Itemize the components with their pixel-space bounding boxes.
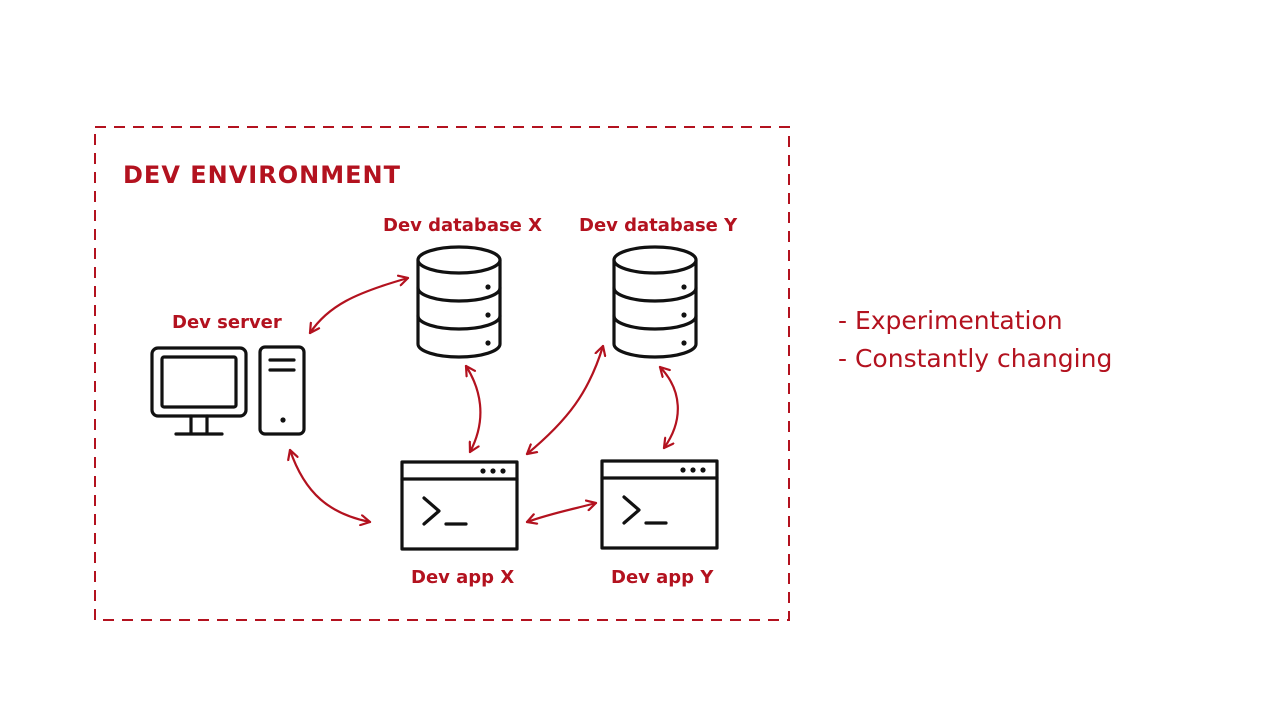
dev-database-x-label: Dev database X	[383, 215, 542, 236]
dev-database-y-label: Dev database Y	[579, 215, 738, 236]
dev-app-x-label: Dev app X	[411, 567, 514, 588]
database-y-icon	[612, 245, 698, 359]
dev-server-label: Dev server	[172, 312, 282, 333]
arrow-app-x-database-y	[525, 344, 603, 456]
arrow-server-database-x	[308, 278, 410, 335]
environment-title: DEV ENVIRONMENT	[123, 161, 401, 189]
database-x-icon	[416, 245, 502, 359]
note-constantly-changing: - Constantly changing	[838, 344, 1112, 373]
note-experimentation: - Experimentation	[838, 306, 1063, 335]
dev-app-y-label: Dev app Y	[611, 567, 714, 588]
terminal-app-x-icon	[400, 460, 519, 551]
arrow-database-x-app-x	[464, 364, 482, 454]
terminal-app-y-icon	[600, 459, 719, 550]
arrow-app-x-app-y	[525, 503, 598, 522]
dev-server-icon	[150, 345, 306, 436]
arrow-server-app-x	[290, 448, 372, 522]
environment-boundary	[94, 126, 790, 621]
arrow-database-y-app-y	[658, 365, 679, 450]
